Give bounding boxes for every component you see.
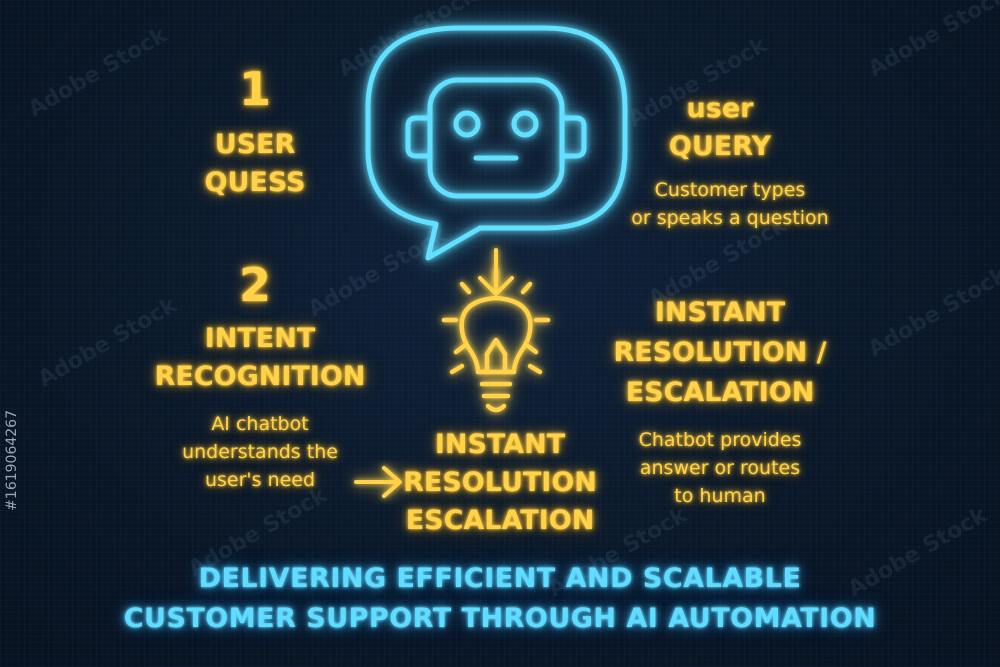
center-title-line3: ESCALATION xyxy=(405,505,595,536)
resolution-title-line3: ESCALATION xyxy=(625,377,815,408)
chat-bubble-icon xyxy=(365,25,628,261)
resolution-desc-line3: to human xyxy=(674,485,766,507)
step-2-title-line2: RECOGNITION xyxy=(154,361,366,392)
query-title-line1: user xyxy=(686,93,754,124)
footer-line1: DELIVERING EFFICIENT AND SCALABLE xyxy=(198,563,802,594)
query-desc-line2: or speaks a question xyxy=(631,207,829,229)
step-2-title-line1: INTENT xyxy=(204,323,316,354)
query-desc-line1: Customer types xyxy=(654,179,806,201)
center-title-line1: INSTANT xyxy=(434,429,566,460)
resolution-desc-line2: answer or routes xyxy=(639,457,801,479)
step-2-desc-line3: user's need xyxy=(204,469,316,491)
step-1-title-line2: QUESS xyxy=(204,167,306,198)
step-2-number: 2 xyxy=(238,258,271,312)
resolution-title-line1: INSTANT xyxy=(654,297,786,328)
center-title-line2: RESOLUTION xyxy=(403,467,597,498)
step-2-desc-line1: AI chatbot xyxy=(211,413,309,435)
arrow-right-icon xyxy=(354,466,402,498)
resolution-desc-line1: Chatbot provides xyxy=(638,429,802,451)
step-1-number: 1 xyxy=(238,62,271,116)
query-title-line2: QUERY xyxy=(668,131,772,162)
robot-face-icon xyxy=(405,77,587,199)
lightbulb-icon xyxy=(441,267,551,413)
resolution-title-line2: RESOLUTION / xyxy=(613,337,827,368)
step-1-title-line1: USER xyxy=(214,129,296,160)
step-2-desc-line2: understands the xyxy=(182,441,338,463)
footer-line2: CUSTOMER SUPPORT THROUGH AI AUTOMATION xyxy=(123,603,877,634)
